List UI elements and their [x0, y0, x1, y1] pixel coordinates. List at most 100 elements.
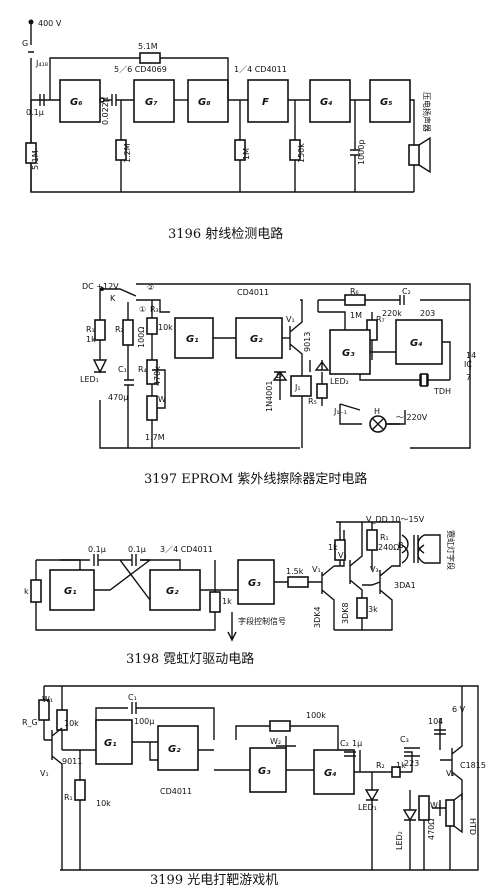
- v1-label: V₁: [312, 565, 321, 574]
- v1-label: V₁: [40, 769, 49, 778]
- gate-g2: G₂: [168, 744, 181, 755]
- rg-label: R_G: [22, 718, 38, 727]
- r4-label: R₄: [138, 365, 147, 374]
- gate-g4: G₄: [324, 768, 337, 779]
- left-resistor-value: k: [24, 587, 29, 596]
- supply-label: 6 V: [452, 705, 466, 714]
- ic-label: IC: [464, 360, 472, 369]
- led1-label: LED₁: [358, 803, 377, 812]
- dc-label: DC +12V: [82, 282, 119, 291]
- r1-value: 10k: [96, 799, 111, 808]
- mid-resistor-value: 1k: [222, 597, 232, 606]
- chip-label-2: 1／4 CD4011: [234, 65, 287, 74]
- r4-value: 470k: [153, 366, 162, 386]
- v2-type: C1815: [460, 761, 486, 770]
- r1-value: 240Ω: [378, 543, 399, 552]
- r1-label: R₁: [64, 793, 73, 802]
- r2-label: R₂: [376, 761, 385, 770]
- c2-value: 1μ: [352, 739, 362, 748]
- r7-label: R₇: [376, 315, 385, 324]
- r470-value: 470Ω: [427, 819, 436, 840]
- w1-label: W₁: [42, 695, 53, 704]
- c1-value: 470μ: [108, 393, 128, 402]
- chip-label: 5／6 CD4069: [114, 65, 167, 74]
- v3-type: 3DA1: [394, 581, 416, 590]
- chip-label: 3／4 CD4011: [160, 545, 213, 554]
- htd-label: HTD: [468, 818, 477, 835]
- ac-label: ～ 220V: [396, 413, 428, 422]
- r100k-value: 100k: [306, 711, 326, 720]
- r5-value: 100Ω: [137, 327, 146, 348]
- relay-contact-label: J₁₋₁: [333, 407, 347, 416]
- base-resistor-value: 1.5k: [286, 567, 304, 576]
- circuit-3198: 0.1μ 0.1μ 3／4 CD4011 k 1k 1.5k 1k R₁ 240…: [24, 515, 456, 642]
- r10k-top-value: 10k: [64, 719, 79, 728]
- gate-g8: G₈: [198, 97, 211, 108]
- c1-label: C₁: [118, 365, 127, 374]
- r3k-value: 3k: [368, 605, 378, 614]
- c1-value: 0.1μ: [88, 545, 106, 554]
- gate-g6: G₆: [70, 97, 83, 108]
- c2-label: C₂: [340, 739, 349, 748]
- r6-label: R₆: [350, 287, 359, 296]
- v2-type: 3DK8: [341, 602, 350, 624]
- r2-label: 1.2M: [123, 143, 132, 163]
- speaker-label: 压电扬声器: [422, 92, 432, 132]
- r2-label: R₂: [115, 325, 124, 334]
- gate-g3: G₃: [248, 578, 261, 589]
- w3-label: W₃: [430, 801, 441, 810]
- gate-f: F: [262, 97, 269, 108]
- c3-label: C₃: [400, 735, 409, 744]
- lamp-h-label: H: [374, 407, 380, 416]
- switch-k-label: K: [110, 294, 116, 303]
- caption-3197: 3197 EPROM 紫外线擦除器定时电路: [144, 471, 367, 487]
- led1-label: LED₁: [80, 375, 99, 384]
- c104-value: 104: [428, 717, 443, 726]
- c2-label: C₂: [402, 287, 411, 296]
- v2-label: V₂: [338, 551, 347, 560]
- w-label: W: [158, 395, 166, 404]
- gate-g1: G₁: [186, 334, 199, 345]
- vdd-label: V_DD 10～15V: [366, 515, 425, 524]
- switch-pos1-label: ①: [139, 305, 146, 314]
- r3-label: R₃: [150, 305, 159, 314]
- gate-g5: G₅: [380, 97, 393, 108]
- w2-label: W₂: [270, 737, 281, 746]
- circuit-3196: 400 V G J₄₁₈ 5.1M 5／6 CD4069 1／4 CD4011 …: [22, 19, 432, 193]
- feedback-resistor-label: 5.1M: [138, 42, 158, 51]
- gate-g4: G₄: [410, 338, 423, 349]
- c1-label: C₁: [128, 693, 137, 702]
- r7-value: 220k: [382, 309, 402, 318]
- pin7-label: 7: [466, 373, 471, 382]
- chip-label: CD4011: [160, 787, 192, 796]
- gate-g4: G₄: [320, 97, 333, 108]
- c2-value: 0.1μ: [128, 545, 146, 554]
- r1-label: 5.1M: [31, 150, 40, 170]
- c1-label: 0.1μ: [26, 108, 44, 117]
- led2-label: LED₂: [395, 831, 404, 850]
- control-signal-label: 字段控制信号: [238, 616, 286, 626]
- caption-3196: 3196 射线检测电路: [168, 226, 283, 242]
- tdh-label: TDH: [433, 387, 451, 396]
- r6-value: 1M: [350, 311, 362, 320]
- v1-label: V₁: [286, 315, 295, 324]
- gate-g1: G₁: [64, 586, 77, 597]
- tube-type-label: J₄₁₈: [35, 59, 48, 68]
- pin14-label: 14: [466, 351, 476, 360]
- w-value: 1.7M: [145, 433, 165, 442]
- neon-label: 霓虹灯字段: [446, 530, 456, 570]
- gate-g7: G₇: [145, 97, 158, 108]
- caption-3199: 3199 光电打靶游戏机: [150, 873, 278, 888]
- gate-g2: G₂: [166, 586, 179, 597]
- chip-label: CD4011: [237, 288, 269, 297]
- circuit-3199: R_G W₁ 10k V₁ 9011 R₁ 10k C₁ 100μ CD4011…: [22, 685, 486, 871]
- circuit-3197: DC +12V K ① ② CD4011 R₁ 1k R₂ R₃ 10k 100…: [80, 282, 476, 449]
- c1-value: 100μ: [134, 717, 154, 726]
- diode-label: D: [276, 371, 282, 380]
- transformer-b-label: B: [398, 541, 404, 550]
- gate-g1: G₁: [104, 738, 117, 749]
- r1k-value: 1k: [328, 543, 338, 552]
- c3-label: 1000p: [357, 140, 366, 165]
- r3-value: 10k: [158, 323, 173, 332]
